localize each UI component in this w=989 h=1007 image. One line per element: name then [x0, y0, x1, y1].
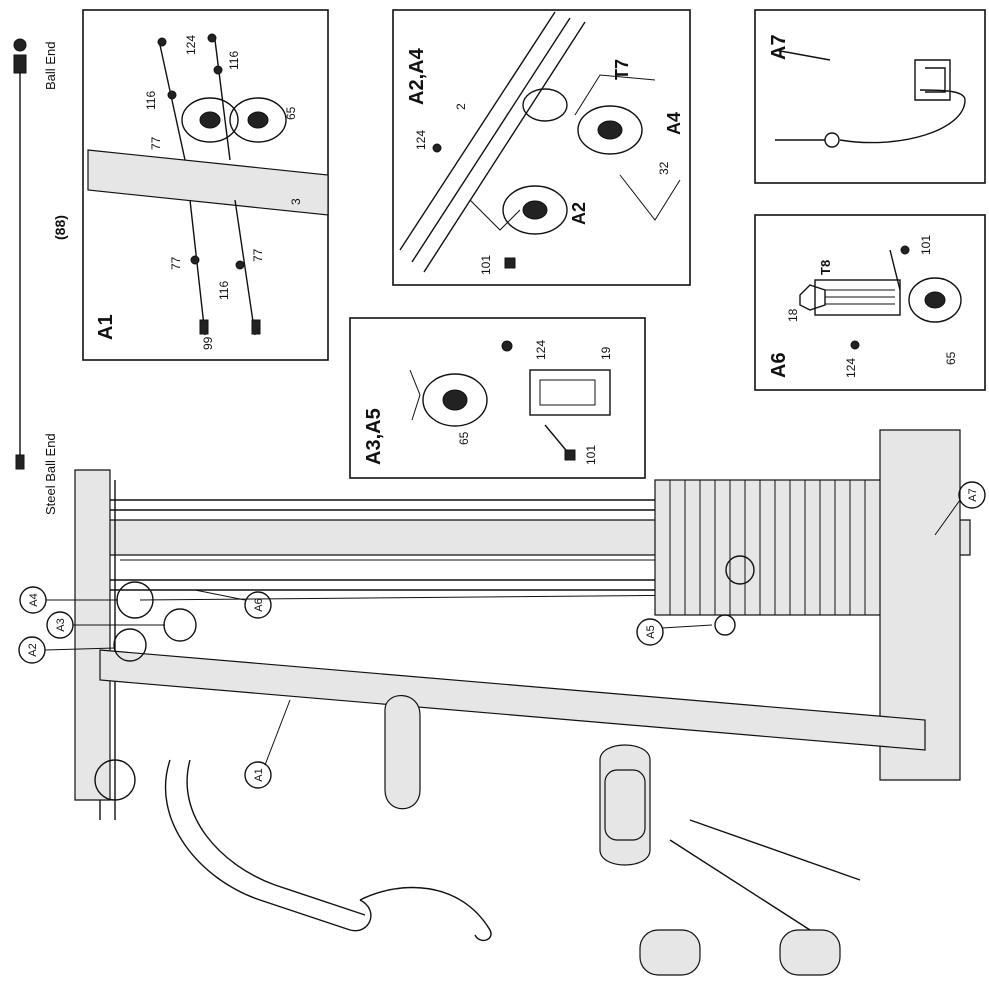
detail-box-a6: A6 18 T8 101 124 65 — [754, 214, 986, 391]
svg-text:A5: A5 — [645, 625, 657, 638]
a1-bolt-2 — [214, 39, 231, 161]
a1-bolt-1 — [159, 44, 186, 161]
leg-roller-1 — [639, 929, 701, 976]
detail-box-a3a5: A3,A5 65 124 19 101 — [349, 317, 646, 479]
detail-box-a2a4-frame — [392, 9, 691, 286]
a1-part-116-right: 116 — [227, 51, 241, 70]
frame-pulley-a5 — [714, 614, 736, 636]
a2-pulley — [502, 185, 568, 235]
detail-box-a2a4-title: A2,A4 — [406, 47, 428, 105]
a6-nut — [799, 284, 826, 311]
a6-spring-bracket — [814, 279, 901, 316]
detail-box-a6-frame — [754, 214, 986, 391]
detail-box-a3a5-frame — [349, 317, 646, 479]
a1-pulley-lower — [229, 97, 287, 143]
a6-part-t8: T8 — [818, 260, 833, 275]
a2a4-part-124: 124 — [414, 130, 428, 150]
callout-a2: A2 — [18, 636, 116, 664]
detail-box-a7-frame — [754, 9, 986, 184]
steel-ball-end-icon — [15, 454, 25, 470]
leg-roller-2 — [779, 929, 841, 976]
a7-cable — [774, 49, 831, 61]
a3a5-bracket — [529, 369, 611, 416]
svg-text:A3: A3 — [55, 618, 67, 631]
callout-a5: A5 — [636, 618, 713, 646]
frame-pulley-stack — [725, 555, 755, 585]
a6-part-124: 124 — [844, 358, 858, 378]
detail-box-a3a5-title: A3,A5 — [363, 408, 385, 465]
a3a5-part-19: 19 — [599, 346, 613, 360]
svg-text:A6: A6 — [253, 598, 265, 611]
a2a4-part-32: 32 — [657, 161, 671, 175]
press-arm-handle — [359, 886, 492, 942]
ball-end-icon — [13, 38, 27, 52]
detail-box-a1-title: A1 — [95, 314, 117, 340]
a1-pulley-upper — [181, 97, 239, 143]
callout-a4: A4 — [19, 586, 118, 614]
detail-box-a2a4: A2,A4 2 124 T7 A4 A2 32 101 — [392, 9, 691, 286]
callout-a3: A3 — [46, 611, 165, 639]
frame-pulley-lower — [94, 759, 136, 801]
detail-box-a1: A1 124 116 116 77 65 3 77 77 116 99 — [82, 9, 329, 361]
a2a4-part-a4: A4 — [664, 112, 684, 135]
svg-text:A7: A7 — [967, 488, 979, 501]
detail-box-a7-title: A7 — [768, 34, 790, 60]
a1-bolt-3 — [189, 199, 206, 336]
steel-ball-end-label: Steel Ball End — [43, 433, 58, 515]
a1-frame-tube — [87, 149, 329, 216]
a2a4-part-2: 2 — [454, 103, 468, 110]
callout-a6: A6 — [194, 589, 272, 619]
a7-ball-end-icon — [824, 132, 840, 148]
base-frame — [879, 429, 961, 781]
svg-text:A2: A2 — [27, 643, 39, 656]
frame-pulley-a3 — [163, 608, 197, 642]
a1-part-99: 99 — [201, 336, 215, 350]
leg-roller-3 — [604, 769, 646, 841]
detail-box-a6-title: A6 — [768, 352, 790, 378]
a3a5-part-65: 65 — [457, 431, 471, 445]
main-diagonal-tube — [99, 649, 926, 751]
a6-pulley — [908, 277, 962, 323]
a2a4-part-101: 101 — [479, 255, 493, 275]
frame-pulley-a2 — [113, 628, 147, 662]
a6-part-65: 65 — [944, 351, 958, 365]
callout-a7: A7 — [934, 481, 986, 536]
ball-end-label: Ball End — [43, 42, 58, 90]
a2a4-part-t7: T7 — [612, 59, 632, 80]
a1-part-77-mid: 77 — [169, 256, 183, 270]
a1-part-116-bottom: 116 — [217, 281, 231, 300]
a3a5-part-124: 124 — [534, 340, 548, 360]
a1-part-124: 124 — [184, 35, 198, 55]
cable-part-number: (88) — [52, 215, 68, 240]
a7-clip — [914, 59, 951, 101]
a1-part-116-left: 116 — [144, 91, 158, 110]
a2a4-part-a2: A2 — [569, 202, 589, 225]
detail-box-a7: A7 — [754, 9, 986, 184]
a4-pulley — [577, 105, 643, 155]
cable-lower — [139, 594, 701, 601]
a1-part-77-bottom: 77 — [251, 248, 265, 262]
t7-pulley — [522, 88, 568, 122]
svg-text:A4: A4 — [28, 593, 40, 606]
a6-part-18: 18 — [786, 308, 800, 322]
a1-part-3: 3 — [289, 198, 303, 205]
ball-end-fitting-icon — [13, 54, 27, 74]
a1-part-77-top: 77 — [149, 136, 163, 150]
press-arm-left — [164, 759, 372, 932]
back-pad — [384, 695, 421, 810]
a6-part-101: 101 — [919, 235, 933, 255]
a1-bolt-4 — [234, 199, 256, 336]
callouts: A1 A2 A3 A4 A5 A6 A7 — [18, 481, 986, 789]
callout-a1: A1 — [244, 699, 291, 789]
svg-text:A1: A1 — [253, 768, 265, 781]
rear-upright — [74, 469, 111, 801]
a3a5-pulley — [422, 373, 488, 427]
a3a5-part-101: 101 — [584, 445, 598, 465]
home-gym-machine — [74, 429, 971, 976]
cable-strip: Ball End (88) Steel Ball End — [13, 38, 68, 515]
a1-part-65: 65 — [284, 106, 298, 120]
weight-stack — [654, 479, 886, 616]
